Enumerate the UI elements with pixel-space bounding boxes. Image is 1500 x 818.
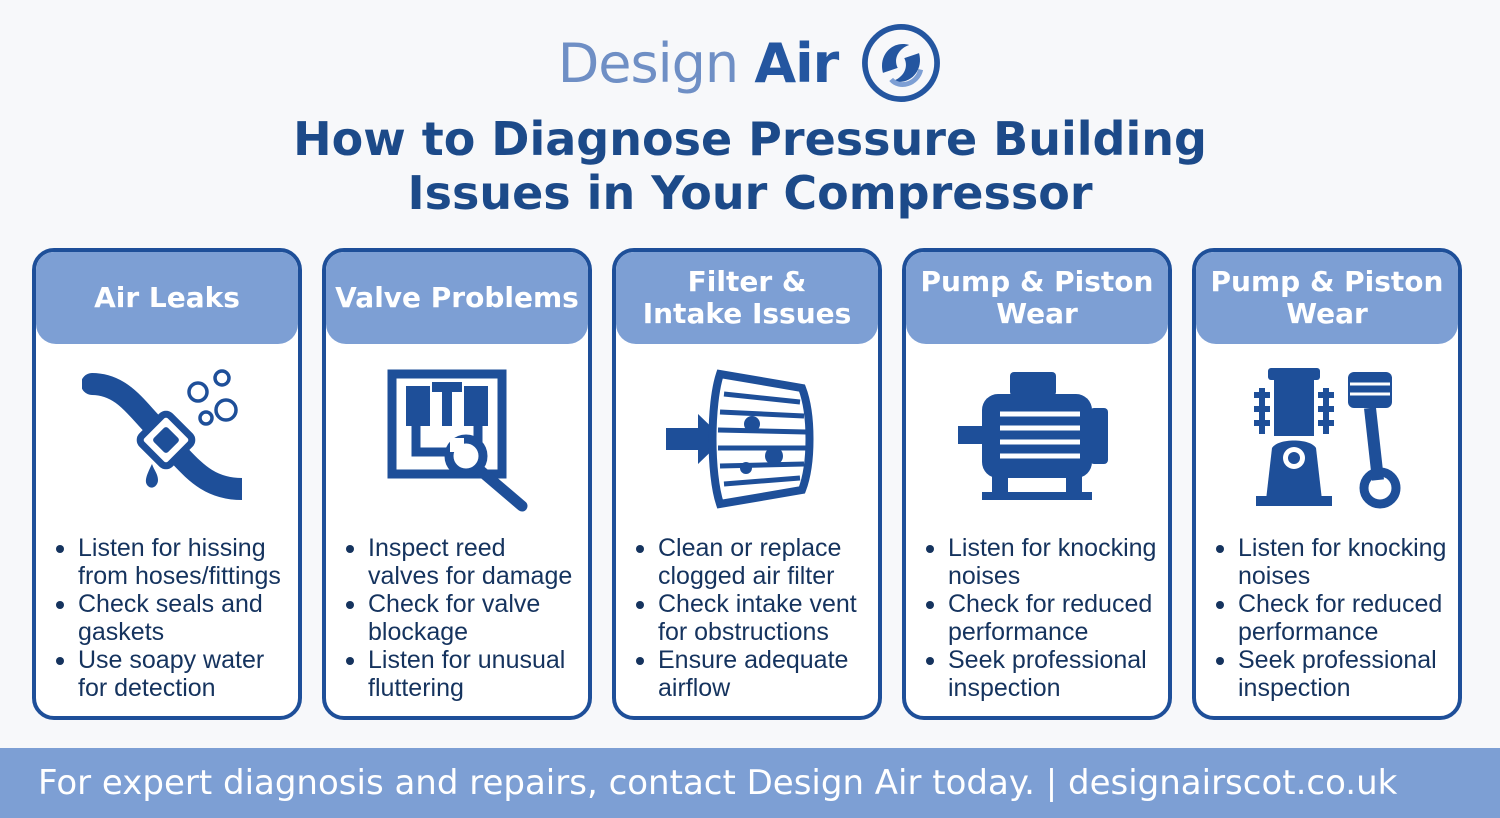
air-filter-icon: [666, 369, 814, 509]
card-title: Air Leaks: [36, 252, 298, 344]
footer-contact-banner: For expert diagnosis and repairs, contac…: [0, 748, 1500, 818]
leaking-hose-icon: [82, 369, 243, 500]
card-title-line1: Valve Problems: [335, 281, 579, 314]
card-title: Pump & Piston Wear: [906, 252, 1168, 344]
list-item: Seek professional inspection: [1216, 646, 1450, 702]
list-item: Use soapy water for detection: [56, 646, 290, 702]
card-bullet-list: Inspect reed valves for damage Check for…: [326, 534, 588, 702]
pump-piston-icon: [1254, 368, 1401, 509]
page-title: How to Diagnose Pressure Building Issues…: [0, 112, 1500, 220]
brand-header: Design Air: [0, 18, 1500, 108]
list-item: Seek professional inspection: [926, 646, 1160, 702]
electric-motor-icon: [958, 372, 1108, 500]
card-title-line1: Pump & Piston: [1210, 265, 1444, 298]
list-item: Check for reduced performance: [1216, 590, 1450, 646]
card-bullet-list: Listen for hissing from hoses/fittings C…: [36, 534, 298, 702]
page-title-line2: Issues in Your Compressor: [407, 166, 1093, 220]
card-title-line2: Wear: [1286, 297, 1368, 330]
card-valve-problems: Valve Problems Inspect reed valves for d…: [322, 248, 592, 720]
card-bullet-list: Clean or replace clogged air filter Chec…: [616, 534, 878, 702]
swirl-logo-icon: [862, 24, 941, 102]
list-item: Listen for knocking noises: [926, 534, 1160, 590]
card-filter-intake: Filter & Intake Issues Clean or replace …: [612, 248, 882, 720]
list-item: Listen for knocking noises: [1216, 534, 1450, 590]
brand-name-air: Air: [754, 31, 839, 95]
card-title-line1: Air Leaks: [94, 281, 240, 314]
card-title: Filter & Intake Issues: [616, 252, 878, 344]
list-item: Check for reduced performance: [926, 590, 1160, 646]
card-title-line2: Intake Issues: [642, 297, 852, 330]
card-title-line2: Wear: [996, 297, 1078, 330]
brand-name-design: Design: [557, 31, 739, 95]
valve-wrench-icon: [387, 369, 528, 512]
list-item: Ensure adequate airflow: [636, 646, 870, 702]
card-title: Valve Problems: [326, 252, 588, 344]
list-item: Check intake vent for obstructions: [636, 590, 870, 646]
list-item: Listen for hissing from hoses/fittings: [56, 534, 290, 590]
card-pump-piston-wear: Pump & Piston Wear Listen for knocking n…: [902, 248, 1172, 720]
card-title: Pump & Piston Wear: [1196, 252, 1458, 344]
brand-name: Design Air: [557, 31, 840, 95]
list-item: Clean or replace clogged air filter: [636, 534, 870, 590]
card-bullet-list: Listen for knocking noises Check for red…: [1196, 534, 1458, 702]
card-air-leaks: Air Leaks Listen for hissing from hoses/…: [32, 248, 302, 720]
card-title-line1: Pump & Piston: [920, 265, 1154, 298]
card-bullet-list: Listen for knocking noises Check for red…: [906, 534, 1168, 702]
list-item: Check for valve blockage: [346, 590, 580, 646]
card-title-line1: Filter &: [687, 265, 807, 298]
list-item: Inspect reed valves for damage: [346, 534, 580, 590]
list-item: Check seals and gaskets: [56, 590, 290, 646]
list-item: Listen for unusual fluttering: [346, 646, 580, 702]
page-title-line1: How to Diagnose Pressure Building: [293, 112, 1207, 166]
card-pump-piston-wear-2: Pump & Piston Wear Lis: [1192, 248, 1462, 720]
